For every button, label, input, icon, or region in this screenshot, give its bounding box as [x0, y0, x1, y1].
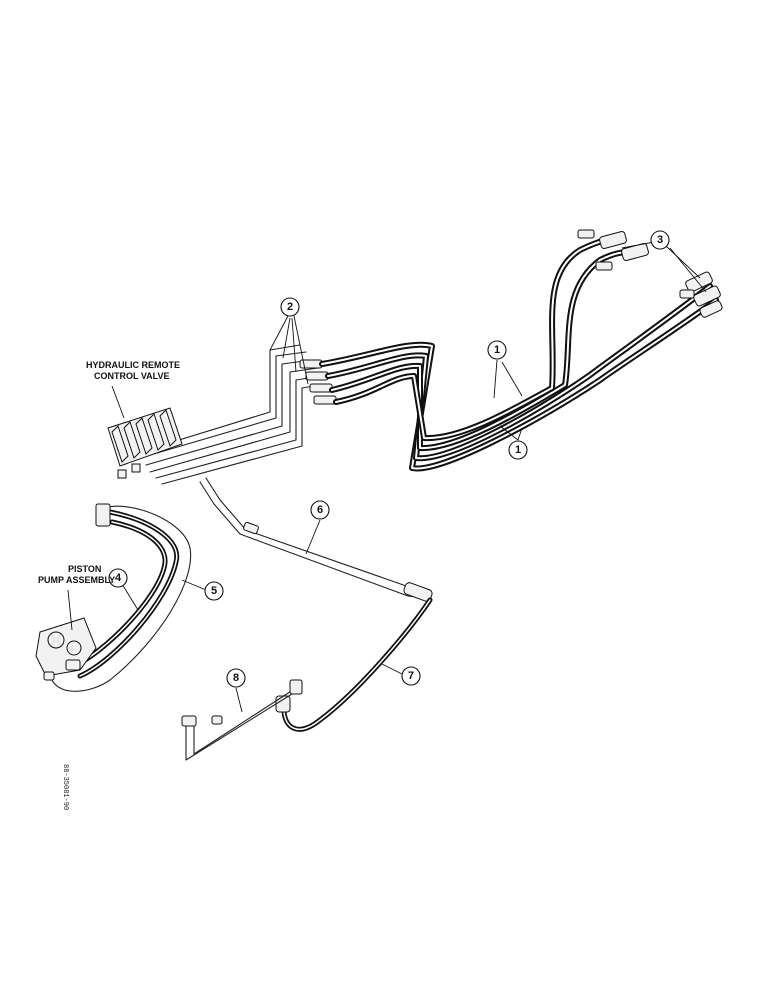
callout-6: 6: [310, 500, 330, 520]
remote-valve-label-line1: HYDRAULIC REMOTE: [86, 360, 180, 370]
remote-valve-label-line2: CONTROL VALVE: [94, 371, 170, 381]
callout-1b: 1: [508, 440, 528, 460]
pump-tube-loop: [51, 503, 192, 692]
pump-label-line1: PISTON: [68, 564, 101, 574]
remote-control-valve: [107, 407, 183, 479]
pump-label-line2: PUMP ASSEMBLY: [38, 575, 115, 585]
inlet-tube: [181, 679, 303, 761]
svg-text:1: 1: [494, 344, 500, 356]
callout-5: 5: [204, 581, 224, 601]
remote-hose-bundle: [319, 237, 719, 472]
callout-4: 4: [108, 568, 128, 588]
svg-text:5: 5: [211, 585, 217, 597]
svg-text:3: 3: [657, 234, 663, 246]
return-tube: [199, 477, 433, 602]
quick-couplers: [577, 229, 723, 318]
callout-3: 3: [650, 230, 670, 250]
tube-fittings: [299, 359, 337, 405]
callout-2: 2: [280, 297, 300, 317]
svg-text:6: 6: [317, 504, 323, 516]
pump-pressure-hose: [77, 509, 180, 679]
pump-return-hose: [67, 519, 168, 671]
suction-hose: [275, 597, 433, 732]
piston-pump-assembly: [35, 617, 97, 681]
svg-text:1: 1: [515, 444, 521, 456]
callout-7: 7: [401, 666, 421, 686]
svg-text:4: 4: [115, 572, 122, 584]
drawing-code: 88-35081-90: [61, 764, 69, 810]
callout-8: 8: [226, 668, 246, 688]
svg-text:2: 2: [287, 301, 293, 313]
svg-text:7: 7: [408, 670, 414, 682]
callout-1a: 1: [487, 340, 507, 360]
leader-lines: [67, 241, 707, 713]
svg-text:8: 8: [233, 672, 239, 684]
